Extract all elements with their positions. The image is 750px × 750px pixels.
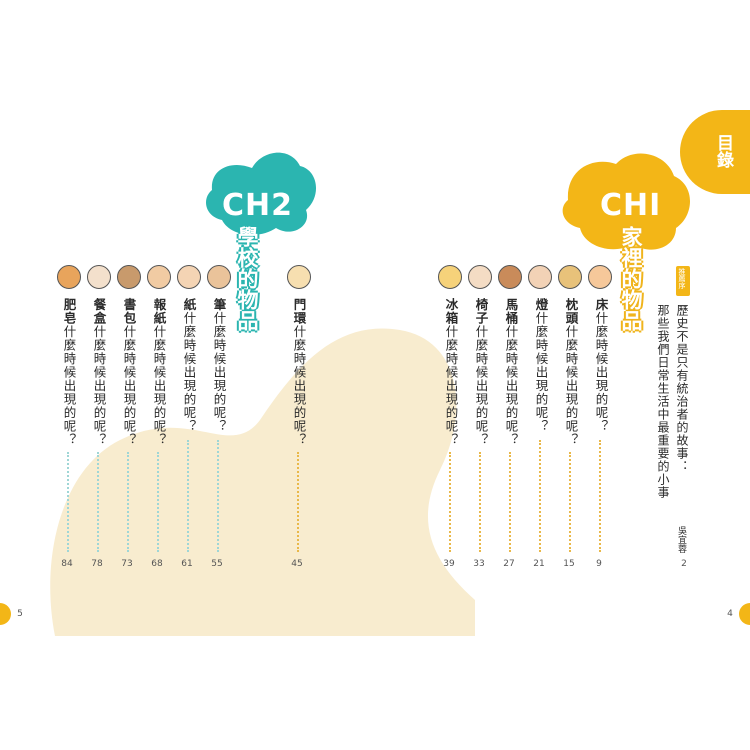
page-number-right: 4 — [727, 609, 733, 619]
entry-question: 什麼時候出現的呢？ — [593, 311, 609, 434]
character-face-icon — [498, 265, 522, 289]
preface-page: 2 — [681, 559, 687, 569]
entry-question: 什麼時候出現的呢？ — [61, 325, 77, 447]
toc-tab — [680, 110, 750, 194]
entry-page: 45 — [291, 559, 303, 569]
preface-line-2[interactable]: 那些我們日常生活中最重要的小事 — [656, 304, 670, 499]
leader-dots — [67, 452, 69, 552]
entry-item: 筆 — [211, 298, 227, 312]
entry-question: 什麼時候出現的呢？ — [503, 325, 519, 447]
entry-item: 燈 — [533, 298, 549, 312]
entry-item: 椅子 — [473, 298, 489, 325]
entry-page: 55 — [211, 559, 223, 569]
preface-author: 吳宜蓉 — [676, 526, 686, 553]
entry-page: 9 — [596, 559, 602, 569]
character-face-icon — [558, 265, 582, 289]
character-face-icon — [438, 265, 462, 289]
entry-item: 書包 — [121, 298, 137, 325]
character-face-icon — [147, 265, 171, 289]
character-face-icon — [468, 265, 492, 289]
character-face-icon — [117, 265, 141, 289]
entry-item: 門環 — [291, 298, 307, 325]
entry-page: 68 — [151, 559, 163, 569]
cream-blob — [50, 328, 475, 636]
entry-page: 39 — [443, 559, 455, 569]
preface-badge — [676, 266, 690, 296]
entry-page: 73 — [121, 559, 133, 569]
page-number-left: 5 — [17, 609, 23, 619]
preface-badge-label: 推薦序 — [678, 268, 686, 289]
ch1-title: CHI — [600, 188, 662, 223]
character-face-icon — [177, 265, 201, 289]
entry-question: 什麼時候出現的呢？ — [91, 325, 107, 447]
leader-dots — [157, 452, 159, 552]
leader-dots — [127, 452, 129, 552]
toc-tab-label: 目錄 — [713, 134, 733, 168]
entry-item: 馬桶 — [503, 298, 519, 325]
entry-question: 什麼時候出現的呢？ — [443, 325, 459, 447]
entry-item: 報紙 — [151, 298, 167, 325]
entry-question: 什麼時候出現的呢？ — [151, 325, 167, 447]
character-face-icon — [207, 265, 231, 289]
entry-question: 什麼時候出現的呢？ — [563, 325, 579, 447]
leader-dots — [297, 452, 299, 552]
entry-question: 什麼時候出現的呢？ — [533, 311, 549, 434]
leader-dots — [509, 452, 511, 552]
entry-page: 27 — [503, 559, 515, 569]
character-face-icon — [87, 265, 111, 289]
entry-page: 61 — [181, 559, 193, 569]
page-marker-left — [0, 603, 11, 625]
leader-dots — [449, 452, 451, 552]
page-marker-right — [739, 603, 750, 625]
entry-page: 78 — [91, 559, 103, 569]
character-face-icon — [57, 265, 81, 289]
entry-question: 什麼時候出現的呢？ — [121, 325, 137, 447]
entry-page: 21 — [533, 559, 545, 569]
entry-page: 33 — [473, 559, 485, 569]
entry-item: 肥皂 — [61, 298, 77, 325]
leader-dots — [187, 440, 189, 552]
preface-line-1[interactable]: 歷史不是只有統治者的故事： — [675, 304, 689, 473]
ch2-teal-blob — [206, 152, 317, 235]
leader-dots — [217, 440, 219, 552]
ch1-subtitle: 家裡的物品 — [619, 226, 643, 331]
ch2-subtitle: 學校的物品 — [235, 226, 259, 331]
entry-item: 床 — [593, 298, 609, 312]
entry-page: 15 — [563, 559, 575, 569]
leader-dots — [539, 440, 541, 552]
character-face-icon — [528, 265, 552, 289]
character-face-icon — [588, 265, 612, 289]
entry-question: 什麼時候出現的呢？ — [291, 325, 307, 447]
entry-question: 什麼時候出現的呢？ — [473, 325, 489, 447]
entry-item: 冰箱 — [443, 298, 459, 325]
character-face-icon — [287, 265, 311, 289]
entry-item: 餐盒 — [91, 298, 107, 325]
leader-dots — [599, 440, 601, 552]
leader-dots — [479, 452, 481, 552]
entry-question: 什麼時候出現的呢？ — [181, 311, 197, 434]
ch1-yellow-blob — [562, 153, 690, 250]
entry-page: 84 — [61, 559, 73, 569]
entry-item: 紙 — [181, 298, 197, 312]
ch2-title: CH2 — [222, 188, 293, 223]
entry-question: 什麼時候出現的呢？ — [211, 311, 227, 434]
leader-dots — [97, 452, 99, 552]
entry-item: 枕頭 — [563, 298, 579, 325]
leader-dots — [569, 452, 571, 552]
